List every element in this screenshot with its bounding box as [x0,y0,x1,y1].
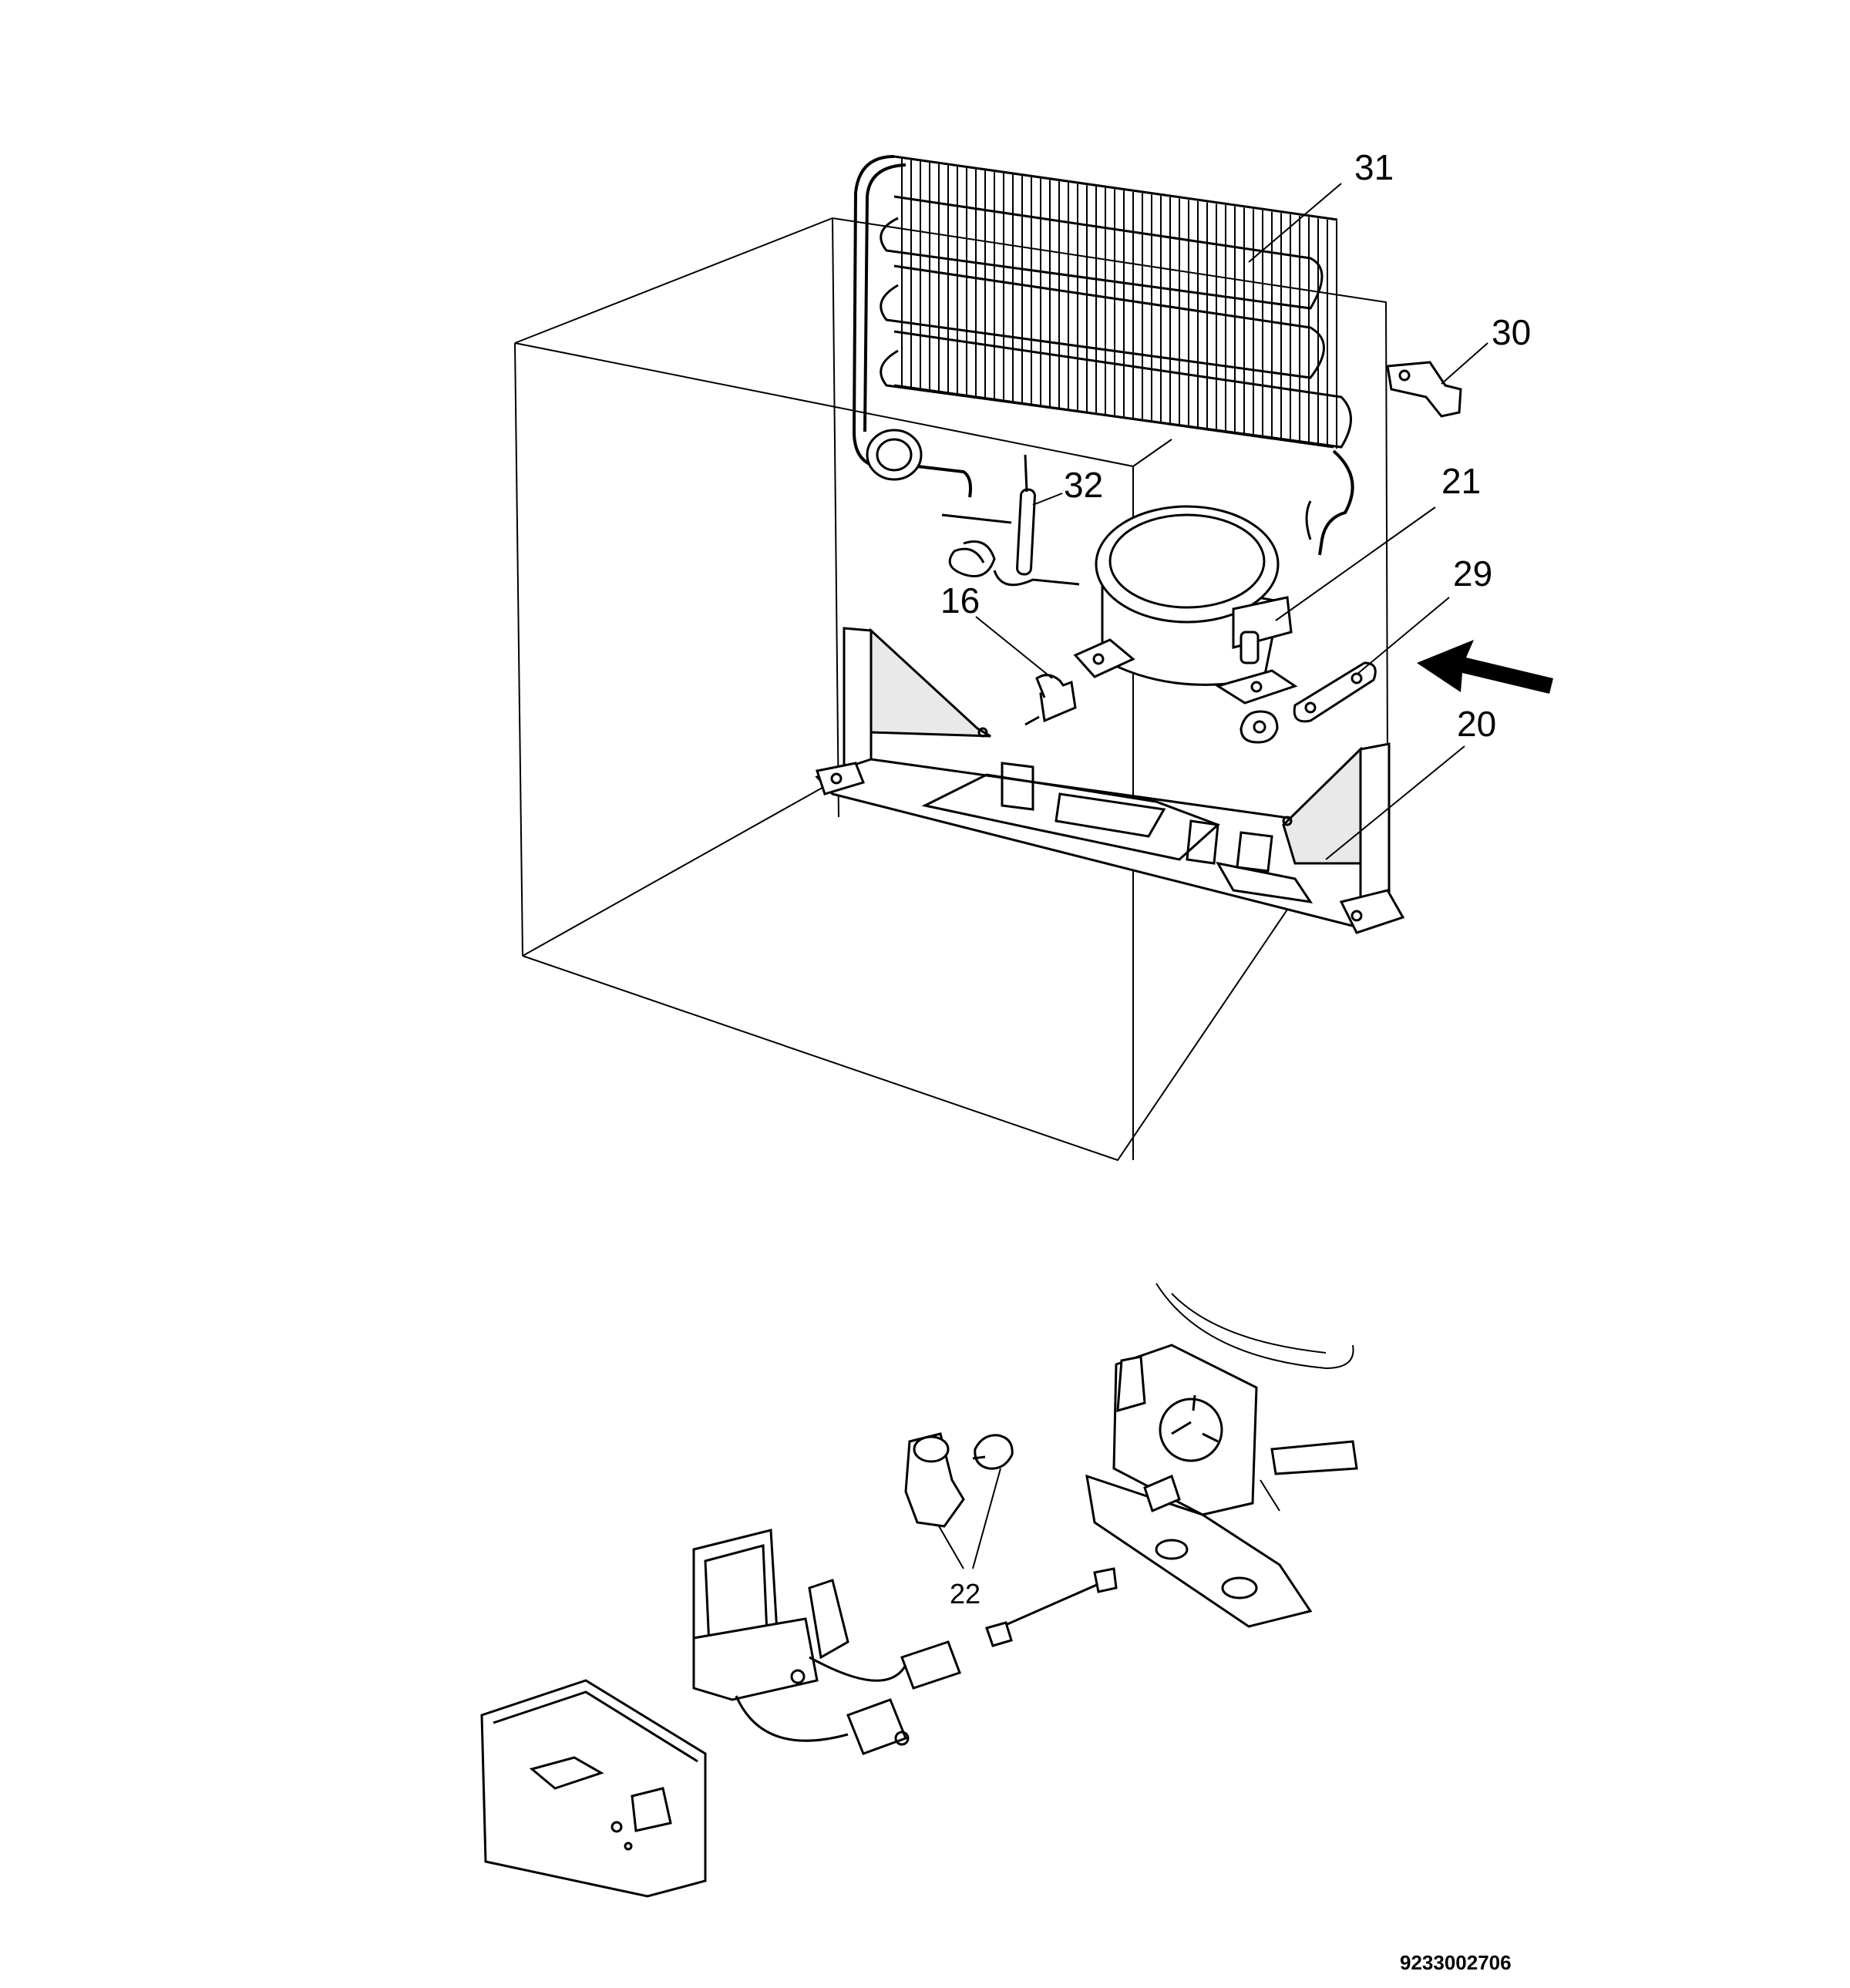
condenser-coil [852,155,1354,556]
callout-31: 31 [1354,147,1394,187]
direction-arrow-icon [1417,640,1553,694]
callout-30: 30 [1492,312,1531,352]
bracket-30 [1386,361,1462,418]
clamp-29 [1293,661,1377,723]
callout-32: 32 [1064,465,1103,505]
callout-21: 21 [1441,461,1481,501]
callout-29: 29 [1453,553,1492,594]
cover-box [480,1679,707,1898]
base-plate-20 [815,627,1405,934]
compressor-detail-view [1085,1283,1358,1628]
callout-20: 20 [1457,704,1496,744]
drier-filter-32 [941,454,1080,587]
document-number: 9233002706 [1400,1951,1512,1974]
condenser-fins [901,159,1337,449]
callout-labels: 31 30 32 21 29 16 20 22 9233002706 [940,147,1531,1974]
callout-16: 16 [940,580,980,621]
overload-relay-22 [904,1432,1014,1528]
cable-connector [985,1567,1118,1647]
callout-22: 22 [950,1578,980,1610]
grommet-16 [1024,674,1077,726]
compressor-21 [1073,505,1298,744]
relay-housing [692,1529,961,1755]
